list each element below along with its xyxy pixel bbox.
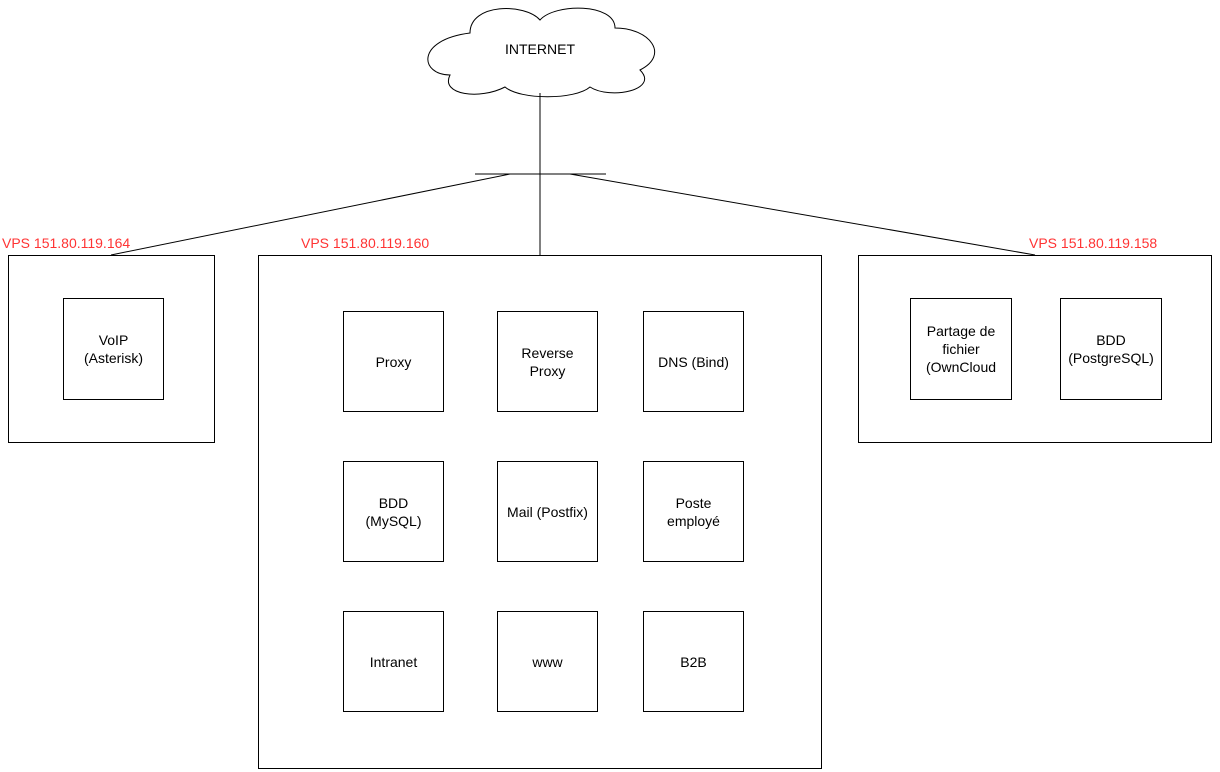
service-bdd-mysql[interactable]: BDD (MySQL) — [343, 461, 444, 562]
service-mail[interactable]: Mail (Postfix) — [497, 461, 598, 562]
vps-left-label: VPS 151.80.119.164 — [2, 235, 131, 251]
service-dns[interactable]: DNS (Bind) — [643, 311, 744, 412]
internet-label: INTERNET — [505, 41, 575, 57]
service-www[interactable]: www — [497, 611, 598, 712]
internet-cloud[interactable] — [427, 7, 656, 98]
vps-center-box[interactable] — [258, 255, 822, 769]
service-reverse-proxy[interactable]: Reverse Proxy — [497, 311, 598, 412]
service-owncloud[interactable]: Partage de fichier (OwnCloud — [910, 298, 1012, 400]
service-b2b[interactable]: B2B — [643, 611, 744, 712]
link-vps-left — [110, 173, 511, 256]
vps-left-box[interactable] — [8, 255, 215, 443]
service-intranet[interactable]: Intranet — [343, 611, 444, 712]
vps-right-box[interactable] — [858, 255, 1212, 443]
link-vps-right — [569, 173, 1036, 256]
service-proxy[interactable]: Proxy — [343, 311, 444, 412]
vps-right-label: VPS 151.80.119.158 — [1029, 235, 1158, 251]
service-bdd-postgresql[interactable]: BDD (PostgreSQL) — [1060, 298, 1162, 400]
service-voip[interactable]: VoIP (Asterisk) — [63, 298, 164, 400]
vps-center-label: VPS 151.80.119.160 — [301, 235, 430, 251]
service-poste-employe[interactable]: Poste employé — [643, 461, 744, 562]
